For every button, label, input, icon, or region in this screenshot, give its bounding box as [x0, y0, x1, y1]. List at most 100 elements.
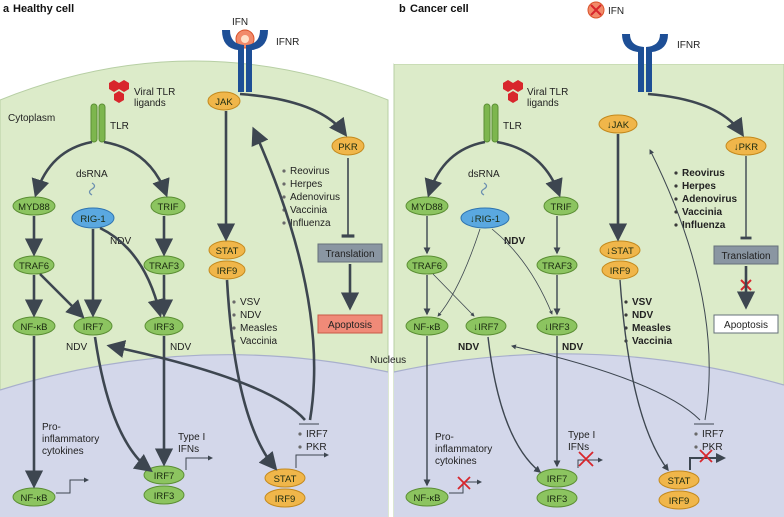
- diagram-label: TLR: [503, 121, 522, 132]
- viral-ligand-icon-b: [503, 80, 523, 103]
- jak-label: JAK: [215, 97, 233, 108]
- diagram-label: IRF9: [669, 496, 690, 507]
- diagram-label: STAT: [274, 474, 297, 485]
- diagram-label: Vaccinia: [290, 205, 327, 216]
- diagram-label: Adenovirus: [290, 192, 340, 203]
- diagram-label: NDV: [458, 342, 479, 353]
- tlr-label: TLR: [110, 121, 129, 132]
- diagram-label: VSV: [632, 297, 652, 308]
- panel-b-letter: b: [399, 3, 406, 15]
- diagram-label: IRF7: [306, 429, 328, 440]
- diagram-label: ↓IRF3: [544, 322, 569, 333]
- dsrna-label: dsRNA: [76, 169, 108, 180]
- jak-node: [207, 91, 241, 111]
- diagram-label: Translation: [325, 249, 374, 260]
- diagram-label: TRAF3: [542, 261, 572, 272]
- diagram-label: IRF9: [610, 266, 631, 277]
- diagram-label: NF-κB: [414, 493, 441, 504]
- tlr-receptor-icon: [90, 103, 106, 143]
- viral-tlr-label: Viral TLR: [134, 87, 175, 98]
- pkr-node-b: [725, 136, 767, 156]
- traf6-node-b: [406, 255, 448, 275]
- cytoplasm-label: Cytoplasm: [8, 113, 55, 124]
- diagram-label: inflammatory: [435, 444, 492, 455]
- diagram-label: IRF7: [154, 471, 175, 482]
- diagram-label: Measles: [632, 323, 671, 334]
- diagram-label: Apoptosis: [724, 320, 768, 331]
- diagram-label: ligands: [527, 98, 559, 109]
- rig1-node-b: [460, 207, 510, 229]
- diagram-label: IRF3: [547, 494, 568, 505]
- diagram-label: NDV: [504, 236, 525, 247]
- diagram-label: IFNR: [677, 40, 700, 51]
- irf9-nuclear-node: [264, 488, 306, 508]
- diagram-label: Adenovirus: [682, 194, 737, 205]
- diagram-label: cytokines: [42, 446, 84, 457]
- pkr-label: PKR: [338, 142, 358, 153]
- diagram-label: IRF7: [547, 474, 568, 485]
- diagram-label: Type I: [568, 430, 595, 441]
- diagram-label: STAT: [216, 246, 239, 257]
- ifnr-receptor-icon-b: [622, 34, 668, 92]
- panel-a-letter: a: [3, 3, 10, 15]
- irf7-node-b: [465, 316, 507, 336]
- diagram-label: NF-κB: [414, 322, 441, 333]
- stat-nuclear-node-b: [658, 470, 700, 490]
- diagram-label: Vaccinia: [682, 207, 722, 218]
- traf3-node-b: [536, 255, 578, 275]
- irf9-node-b: [601, 260, 639, 280]
- diagram-label: IFNs: [178, 444, 199, 455]
- diagram-label: NDV: [632, 310, 653, 321]
- panel-b-title: Cancer cell: [410, 3, 469, 15]
- diagram-label: RIG-1: [80, 214, 105, 225]
- diagram-label: Vaccinia: [632, 336, 672, 347]
- irf9-nuclear-node-b: [658, 490, 700, 510]
- diagram-label: ↓IRF7: [473, 322, 498, 333]
- diagram-label: PKR: [702, 442, 723, 453]
- ifn-label: IFN: [232, 17, 248, 28]
- diagram-label: IRF7: [83, 322, 104, 333]
- panel-a-arrows: [24, 92, 360, 489]
- irf9-node: [208, 260, 246, 280]
- irf7-nuclear-node-b: [536, 468, 578, 488]
- diagram-label: IRF9: [275, 494, 296, 505]
- diagram-label: MYD88: [411, 202, 443, 213]
- pro-label: Pro-: [42, 422, 61, 433]
- diagram-label: Herpes: [290, 179, 322, 190]
- diagram-label: TRAF3: [149, 261, 179, 272]
- irf3-node-b: [536, 316, 578, 336]
- diagram-label: NDV: [240, 310, 261, 321]
- diagram-label: IFNs: [568, 442, 589, 453]
- apoptosis-box: [317, 314, 383, 334]
- apoptosis-box-b: [713, 314, 779, 334]
- diagram-label: cytokines: [435, 456, 477, 467]
- pkr-node: [331, 136, 365, 156]
- diagram-label: Apoptosis: [328, 320, 372, 331]
- diagram-label: ↓JAK: [607, 120, 630, 131]
- panel-b: b Cancer cell IFN IFNR Viral TLR ligands…: [370, 0, 784, 517]
- ligands-label: ligands: [134, 98, 166, 109]
- diagram-label: Pro-: [435, 432, 454, 443]
- diagram-label: ↓RIG-1: [470, 214, 500, 225]
- diagram-label: Type I: [178, 432, 205, 443]
- diagram-label: inflammatory: [42, 434, 99, 445]
- nfkb-node-b: [405, 316, 449, 336]
- diagram-label: PKR: [306, 442, 327, 453]
- diagram-label: Reovirus: [682, 168, 725, 179]
- panel-b-arrows: [423, 92, 756, 487]
- diagram-label: VSV: [240, 297, 260, 308]
- panel-a: a Healthy cell IFN IFNR Viral TLR ligand…: [0, 0, 389, 517]
- diagram-label: IFN: [608, 6, 624, 17]
- diagram-label: IRF3: [154, 491, 175, 502]
- diagram-label: NF-κB: [21, 322, 48, 333]
- ifnr-receptor-icon: [222, 30, 268, 92]
- nfkb-nuclear-node-b: [405, 487, 449, 507]
- diagram-label: IRF7: [702, 429, 724, 440]
- diagram-label: IRF9: [217, 266, 238, 277]
- ndv-label-2: NDV: [66, 342, 87, 353]
- diagram-label: IRF3: [154, 322, 175, 333]
- diagram-label: Influenza: [290, 218, 331, 229]
- diagram-label: ↓PKR: [734, 142, 758, 153]
- pkr-virus-list: Reovirus Herpes Adenovirus Vaccinia Infl…: [282, 166, 340, 229]
